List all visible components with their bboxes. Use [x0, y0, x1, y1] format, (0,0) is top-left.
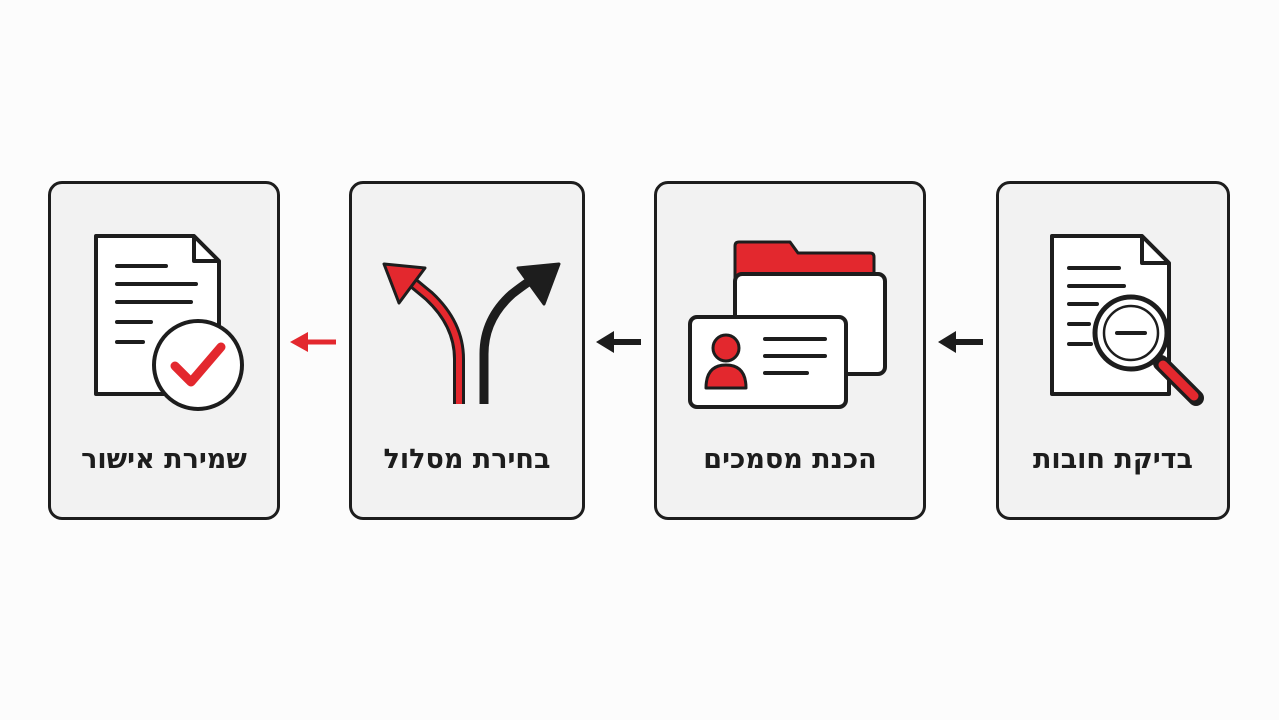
- step-card-choose-track: בחירת מסלול: [349, 181, 585, 520]
- step-card-prepare-documents: הכנת מסמכים: [654, 181, 926, 520]
- step-card-debt-check: בדיקת חובות: [996, 181, 1230, 520]
- step-label: הכנת מסמכים: [703, 444, 877, 475]
- step-card-save-confirmation: שמירת אישור: [48, 181, 280, 520]
- document-checkmark-icon: [94, 234, 244, 411]
- arrow-left-icon: [938, 331, 983, 353]
- id-card-folder-icon: [688, 240, 887, 409]
- arrow-left-icon-accent: [290, 332, 336, 352]
- step-label: בדיקת חובות: [1032, 444, 1193, 475]
- arrow-left-icon: [596, 331, 641, 353]
- step-label: בחירת מסלול: [383, 444, 551, 475]
- step-label: שמירת אישור: [81, 444, 247, 475]
- split-arrows-icon: [382, 262, 561, 404]
- document-magnifier-icon: [1050, 234, 1204, 406]
